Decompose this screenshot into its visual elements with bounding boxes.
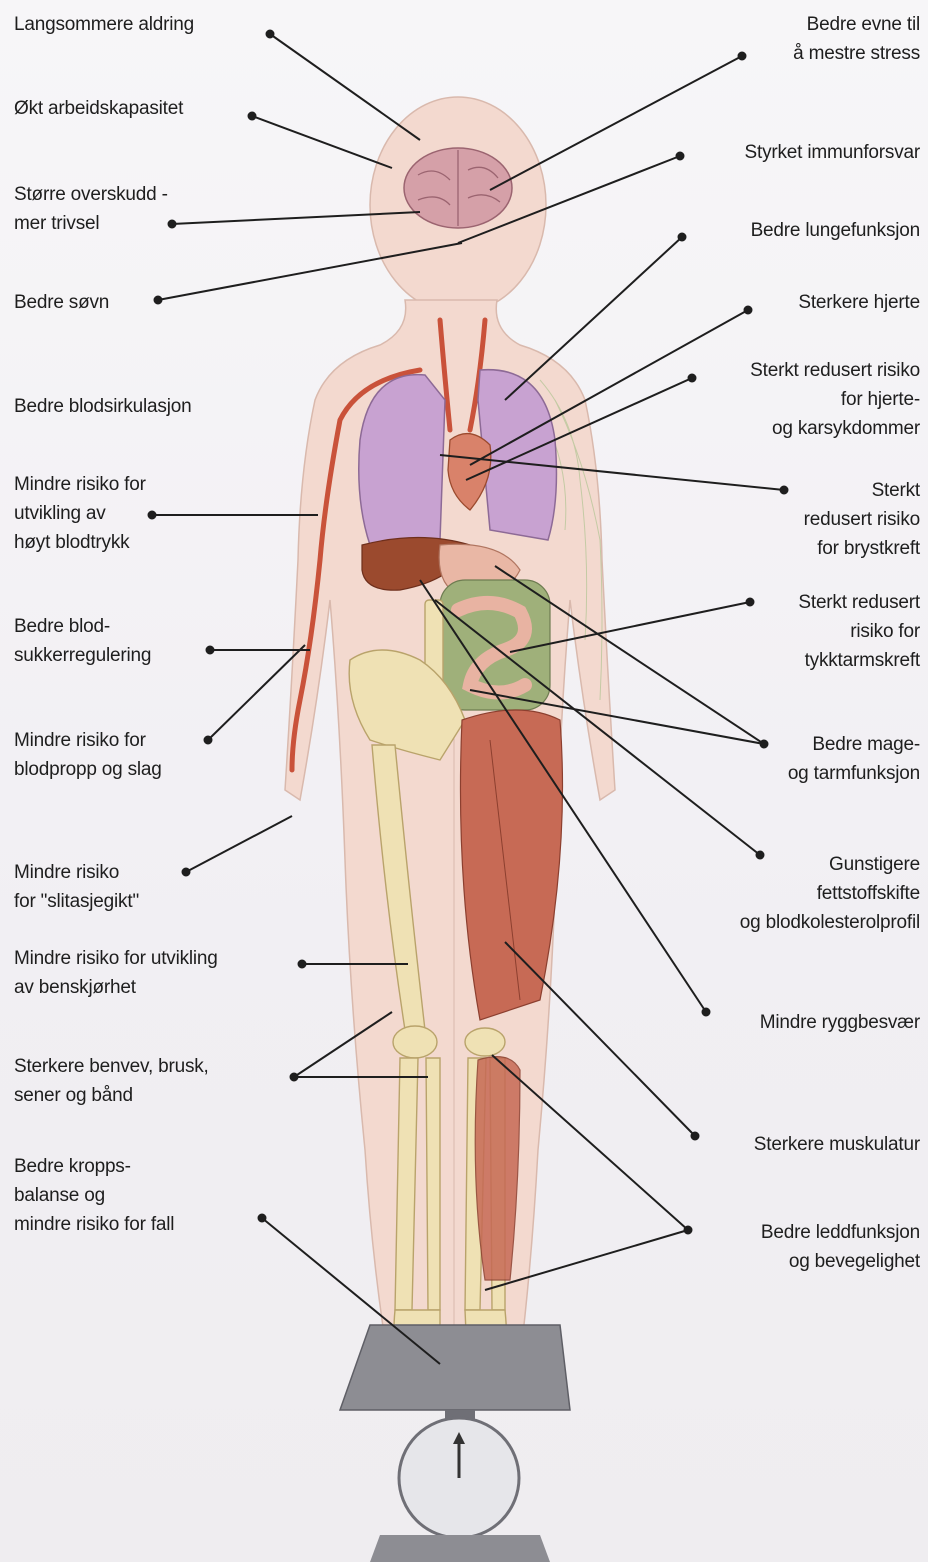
- leader-line: [186, 816, 292, 872]
- label-line: risiko for: [798, 617, 920, 646]
- label-line: Sterkere benvev, brusk,: [14, 1052, 209, 1081]
- label-line: for brystkreft: [804, 534, 920, 563]
- label-line: Langsommere aldring: [14, 10, 194, 39]
- label-storre-overskudd: Større overskudd -mer trivsel: [14, 180, 168, 238]
- label-line: sukkerregulering: [14, 641, 151, 670]
- label-immunforsvar: Styrket immunforsvar: [745, 138, 920, 167]
- label-line: Sterkt redusert: [798, 588, 920, 617]
- label-line: å mestre stress: [793, 39, 920, 68]
- label-line: av benskjørhet: [14, 973, 218, 1002]
- label-line: Sterkt redusert risiko: [750, 356, 920, 385]
- bathroom-scale: [340, 1325, 570, 1562]
- leader-line: [252, 116, 392, 168]
- label-line: Bedre blod-: [14, 612, 151, 641]
- leader-line: [270, 34, 420, 140]
- label-line: for "slitasjegikt": [14, 887, 139, 916]
- label-lungefunksjon: Bedre lungefunksjon: [751, 216, 920, 245]
- label-line: blodpropp og slag: [14, 755, 162, 784]
- label-line: høyt blodtrykk: [14, 528, 146, 557]
- label-line: Økt arbeidskapasitet: [14, 94, 183, 123]
- label-line: sener og bånd: [14, 1081, 209, 1110]
- label-line: og tarmfunksjon: [788, 759, 920, 788]
- label-okt-arbeidskapasitet: Økt arbeidskapasitet: [14, 94, 183, 123]
- label-line: og blodkolesterolprofil: [740, 908, 920, 937]
- label-line: og bevegelighet: [761, 1247, 920, 1276]
- label-line: Bedre mage-: [788, 730, 920, 759]
- label-line: Bedre blodsirkulasjon: [14, 392, 191, 421]
- label-line: Sterkt: [804, 476, 920, 505]
- label-benvev: Sterkere benvev, brusk,sener og bånd: [14, 1052, 209, 1110]
- label-line: Sterkere hjerte: [798, 288, 920, 317]
- label-line: Bedre kropps-: [14, 1152, 174, 1181]
- label-line: Mindre risiko for: [14, 726, 162, 755]
- label-line: for hjerte-: [750, 385, 920, 414]
- label-line: Mindre ryggbesvær: [760, 1008, 920, 1037]
- label-line: mer trivsel: [14, 209, 168, 238]
- label-line: Bedre lungefunksjon: [751, 216, 920, 245]
- label-line: Styrket immunforsvar: [745, 138, 920, 167]
- label-line: Bedre evne til: [793, 10, 920, 39]
- label-line: utvikling av: [14, 499, 146, 528]
- label-hjerte: Sterkere hjerte: [798, 288, 920, 317]
- label-bedre-sovn: Bedre søvn: [14, 288, 109, 317]
- label-line: Bedre leddfunksjon: [761, 1218, 920, 1247]
- label-line: balanse og: [14, 1181, 174, 1210]
- label-mage-tarm: Bedre mage-og tarmfunksjon: [788, 730, 920, 788]
- label-bedre-blodsirkulasjon: Bedre blodsirkulasjon: [14, 392, 191, 421]
- label-line: Mindre risiko for: [14, 470, 146, 499]
- label-line: tykktarmskreft: [798, 646, 920, 675]
- label-line: fettstoffskifte: [740, 879, 920, 908]
- label-line: Mindre risiko: [14, 858, 139, 887]
- label-line: Gunstigere: [740, 850, 920, 879]
- label-line: Mindre risiko for utvikling: [14, 944, 218, 973]
- label-langsommere-aldring: Langsommere aldring: [14, 10, 194, 39]
- label-line: Sterkere muskulatur: [754, 1130, 920, 1159]
- label-line: redusert risiko: [804, 505, 920, 534]
- label-ryggbesvaer: Mindre ryggbesvær: [760, 1008, 920, 1037]
- label-line: Større overskudd -: [14, 180, 168, 209]
- label-line: Bedre søvn: [14, 288, 109, 317]
- label-line: og karsykdommer: [750, 414, 920, 443]
- leader-line: [490, 56, 742, 190]
- label-blodsukker: Bedre blod-sukkerregulering: [14, 612, 151, 670]
- label-line: mindre risiko for fall: [14, 1210, 174, 1239]
- intestines: [440, 580, 550, 710]
- label-muskulatur: Sterkere muskulatur: [754, 1130, 920, 1159]
